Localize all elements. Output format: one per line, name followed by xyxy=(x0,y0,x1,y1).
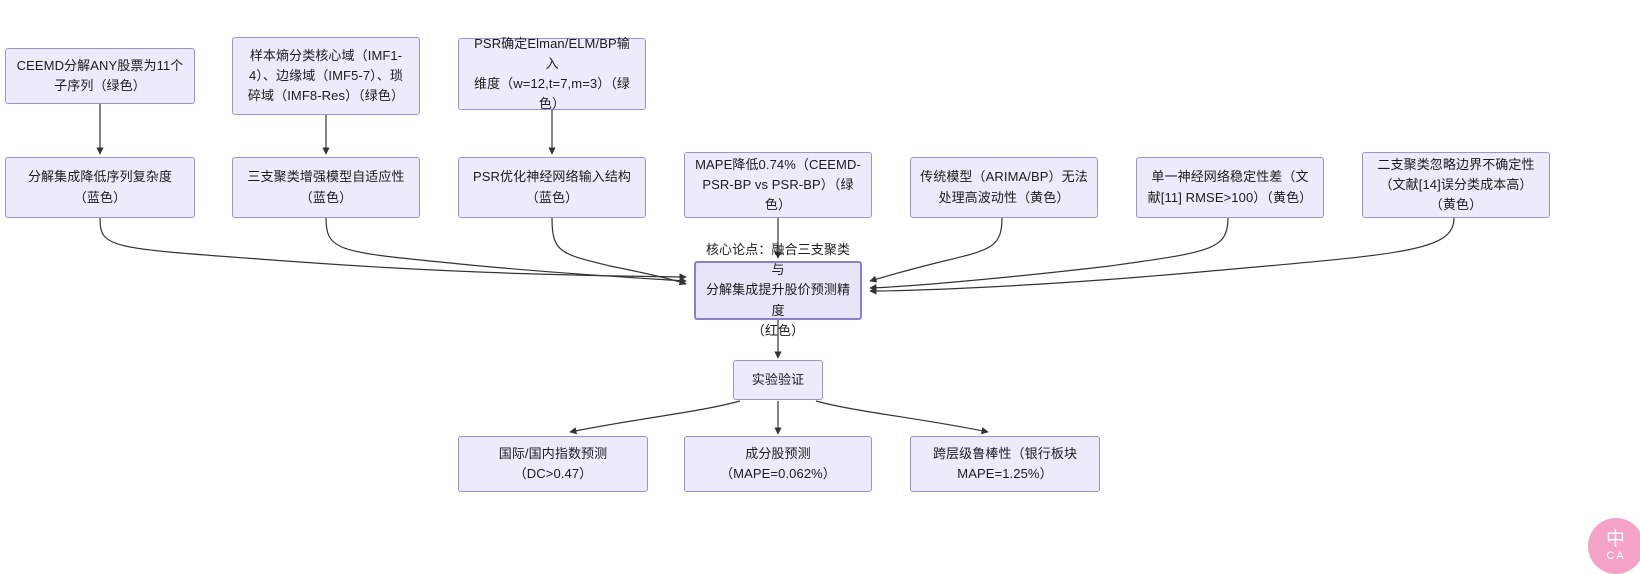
node-traditional-model-label: 传统模型（ARIMA/BP）无法 处理高波动性（黄色） xyxy=(920,169,1088,205)
watermark-badge: 中 CA xyxy=(1588,518,1640,574)
watermark-line1: 中 xyxy=(1605,529,1626,550)
node-component-forecast[interactable]: 成分股预测 （MAPE=0.062%） xyxy=(684,436,872,492)
node-three-way-adaptivity[interactable]: 三支聚类增强模型自适应性 （蓝色） xyxy=(232,157,420,218)
node-experiment-validation[interactable]: 实验验证 xyxy=(733,360,823,400)
node-single-neural-network-label: 单一神经网络稳定性差（文 献[11] RMSE>100）（黄色） xyxy=(1147,169,1313,205)
node-sample-entropy[interactable]: 样本熵分类核心域（IMF1- 4）、边缘域（IMF5-7）、琐 碎域（IMF8-… xyxy=(232,37,420,115)
node-experiment-validation-label: 实验验证 xyxy=(751,371,805,387)
node-cross-level-robustness-label: 跨层级鲁棒性（银行板块 MAPE=1.25%） xyxy=(932,445,1078,481)
node-three-way-adaptivity-label: 三支聚类增强模型自适应性 （蓝色） xyxy=(247,169,405,205)
node-mape-reduction[interactable]: MAPE降低0.74%（CEEMD- PSR-BP vs PSR-BP）（绿 色… xyxy=(684,152,872,218)
node-decomposition-complexity-label: 分解集成降低序列复杂度 （蓝色） xyxy=(27,169,173,205)
node-single-neural-network[interactable]: 单一神经网络稳定性差（文 献[11] RMSE>100）（黄色） xyxy=(1136,157,1324,218)
edge-twoway-to-core xyxy=(869,217,1455,295)
node-cross-level-robustness[interactable]: 跨层级鲁棒性（银行板块 MAPE=1.25%） xyxy=(910,436,1100,492)
node-psr-optimize[interactable]: PSR优化神经网络输入结构 （蓝色） xyxy=(458,157,646,218)
node-ceemd-label: CEEMD分解ANY股票为11个 子序列（绿色） xyxy=(16,57,184,93)
node-core-claim[interactable]: 核心论点：融合三支聚类与 分解集成提升股价预测精度 （红色） xyxy=(694,242,862,338)
node-psr-dimension[interactable]: PSR确定Elman/ELM/BP输入 维度（w=12,t=7,m=3）（绿 色… xyxy=(458,36,646,111)
node-component-forecast-label: 成分股预测 （MAPE=0.062%） xyxy=(720,445,836,481)
node-sample-entropy-label: 样本熵分类核心域（IMF1- 4）、边缘域（IMF5-7）、琐 碎域（IMF8-… xyxy=(247,47,405,104)
edge-traditional-to-core xyxy=(869,217,1003,283)
node-index-forecast-label: 国际/国内指数预测 （DC>0.47） xyxy=(498,445,608,481)
node-index-forecast[interactable]: 国际/国内指数预测 （DC>0.47） xyxy=(458,436,648,492)
node-core-claim-label: 核心论点：融合三支聚类与 分解集成提升股价预测精度 （红色） xyxy=(705,242,851,338)
node-ceemd[interactable]: CEEMD分解ANY股票为11个 子序列（绿色） xyxy=(5,48,195,104)
edge-psropt-to-core xyxy=(551,217,687,286)
edge-threeway-to-core xyxy=(325,217,687,285)
node-psr-optimize-label: PSR优化神经网络输入结构 （蓝色） xyxy=(472,169,632,205)
edge-decomp-to-core xyxy=(99,217,687,281)
node-psr-dimension-label: PSR确定Elman/ELM/BP输入 维度（w=12,t=7,m=3）（绿 色… xyxy=(473,35,631,112)
node-two-way-clustering[interactable]: 二支聚类忽略边界不确定性 （文献[14]误分类成本高） （黄色） xyxy=(1362,152,1550,218)
edge-singlenn-to-core xyxy=(869,217,1229,292)
edge-experiment-to-robust xyxy=(815,400,989,435)
edge-experiment-to-index xyxy=(569,400,741,435)
watermark-line2: CA xyxy=(1606,550,1626,562)
node-two-way-clustering-label: 二支聚类忽略边界不确定性 （文献[14]误分类成本高） （黄色） xyxy=(1377,156,1535,213)
node-mape-reduction-label: MAPE降低0.74%（CEEMD- PSR-BP vs PSR-BP）（绿 色… xyxy=(695,156,861,213)
node-traditional-model[interactable]: 传统模型（ARIMA/BP）无法 处理高波动性（黄色） xyxy=(910,157,1098,218)
node-decomposition-complexity[interactable]: 分解集成降低序列复杂度 （蓝色） xyxy=(5,157,195,218)
